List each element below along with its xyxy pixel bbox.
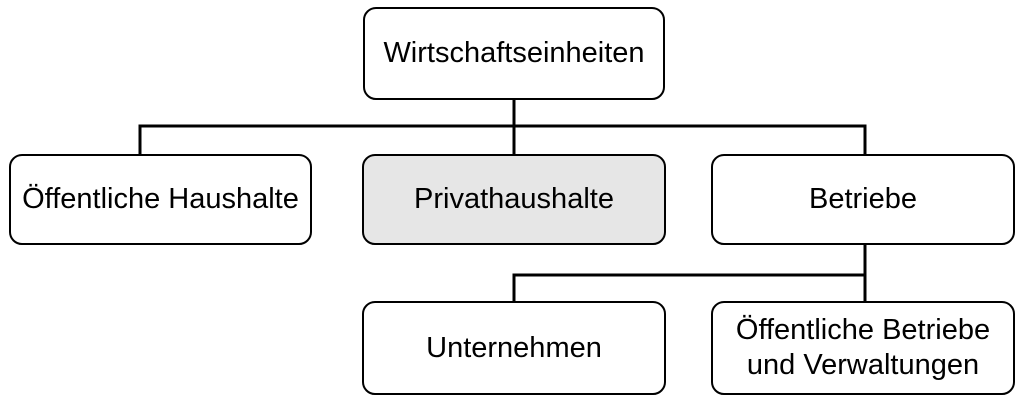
node-oeffentliche-haushalte-label: Öffentliche Haushalte — [22, 183, 299, 216]
node-privathaushalte: Privathaushalte — [362, 154, 666, 245]
node-privathaushalte-label: Privathaushalte — [414, 183, 614, 216]
node-unternehmen: Unternehmen — [362, 301, 666, 395]
node-oeffentliche-betriebe-und-verwaltungen-label: Öffentliche Betriebe und Verwaltungen — [735, 314, 991, 381]
node-oeffentliche-betriebe-und-verwaltungen: Öffentliche Betriebe und Verwaltungen — [711, 301, 1015, 395]
node-oeffentliche-haushalte: Öffentliche Haushalte — [9, 154, 312, 245]
node-wirtschaftseinheiten-label: Wirtschaftseinheiten — [383, 37, 645, 70]
node-wirtschaftseinheiten: Wirtschaftseinheiten — [363, 7, 665, 100]
node-betriebe: Betriebe — [711, 154, 1015, 245]
node-betriebe-label: Betriebe — [808, 183, 917, 216]
node-unternehmen-label: Unternehmen — [426, 331, 602, 364]
